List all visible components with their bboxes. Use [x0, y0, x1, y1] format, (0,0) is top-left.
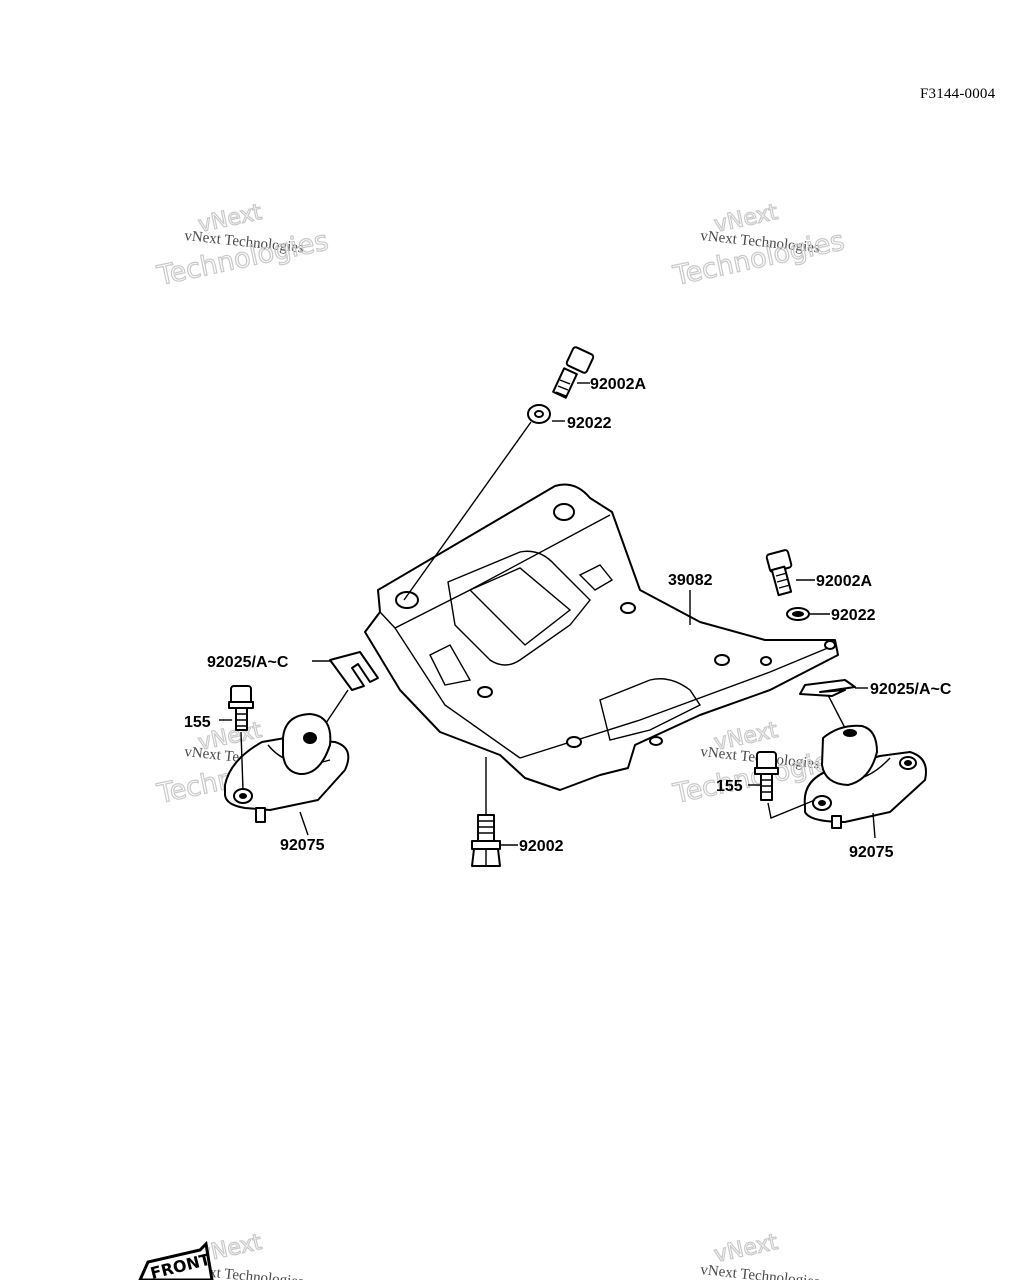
watermark-top-right: vNext vNext Technologies Technologies: [669, 199, 847, 292]
watermark-bottom-right: vNext vNext Technologies: [700, 1229, 821, 1280]
engine-mount-icon-left: [224, 713, 350, 823]
label-92075-right: 92075: [849, 844, 894, 861]
label-155-left: 155: [184, 714, 211, 731]
bolt-icon-right-small: [754, 751, 779, 801]
label-92025-right: 92025/A~C: [870, 681, 952, 698]
bracket-39082: [364, 483, 839, 791]
leader-line-washer-to-hole: [403, 421, 532, 601]
engine-mount-icon-right: [803, 724, 927, 829]
leader-92075-right: [872, 812, 876, 839]
leader-155-to-mount-right: [767, 799, 816, 819]
bolt-icon-right: [765, 549, 793, 597]
washer-icon-right: [786, 607, 810, 621]
label-92022-right: 92022: [831, 607, 876, 624]
label-92002A-top: 92002A: [590, 376, 646, 393]
bolt-icon-left-small: [228, 685, 254, 731]
bolt-icon-top: [552, 346, 595, 399]
label-92002-bottom: 92002: [519, 838, 564, 855]
label-155-right: 155: [716, 778, 743, 795]
bolt-icon-bottom: [471, 814, 501, 867]
svg-text:vNext: vNext: [712, 1230, 780, 1268]
shim-icon-left: [329, 651, 379, 691]
label-92002A-right: 92002A: [816, 573, 872, 590]
leader-155-to-mount-left: [240, 731, 244, 791]
label-92075-left: 92075: [280, 837, 325, 854]
leader-shim-to-mount-right: [827, 694, 846, 729]
leader-92075-left: [299, 811, 309, 836]
figure-id: F3144-0004: [920, 86, 996, 102]
label-39082: 39082: [668, 572, 713, 589]
svg-text:vNext Technologies: vNext Technologies: [700, 1262, 821, 1280]
front-arrow-icon: FRONT: [138, 1240, 214, 1280]
watermark-top-left: vNext vNext Technologies Technologies: [153, 199, 331, 292]
label-92022-top: 92022: [567, 415, 612, 432]
washer-icon-top: [527, 404, 551, 424]
shim-icon-right: [799, 679, 856, 697]
label-92025-left: 92025/A~C: [207, 654, 289, 671]
